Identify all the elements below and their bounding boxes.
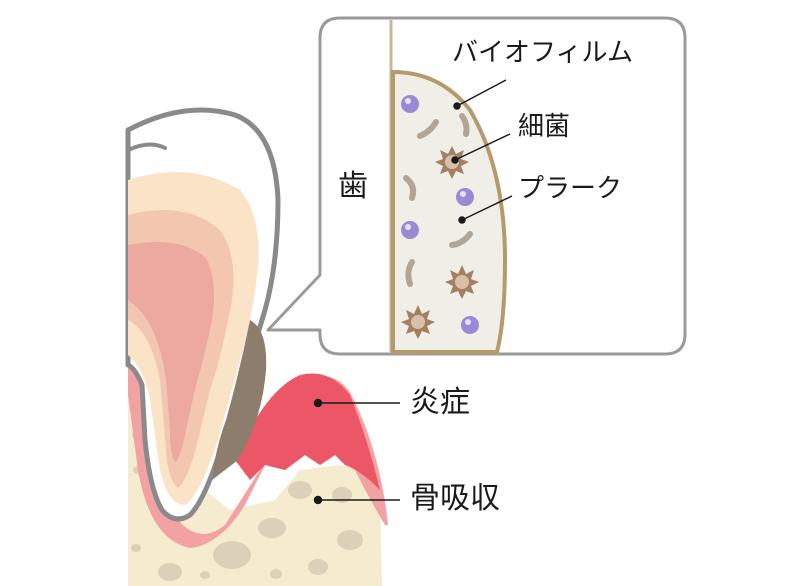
- label-biofilm: バイオフィルム: [452, 38, 633, 68]
- tartar-deposit: [212, 320, 267, 480]
- round-bacteria: [401, 95, 479, 334]
- label-bone-resorption: 骨吸収: [410, 481, 500, 516]
- tooth-cusp-line: [126, 142, 167, 152]
- spiky-bacteria: [401, 146, 479, 339]
- label-tooth: 歯: [338, 169, 368, 204]
- leader-lines: [313, 79, 513, 505]
- bone-spots: [131, 430, 363, 581]
- label-inflammation: 炎症: [410, 385, 470, 420]
- pulp-inner: [128, 241, 214, 462]
- rod-bacteria: [403, 113, 473, 287]
- label-plaque: プラーク: [518, 174, 623, 204]
- label-bacteria: 細菌: [518, 112, 571, 142]
